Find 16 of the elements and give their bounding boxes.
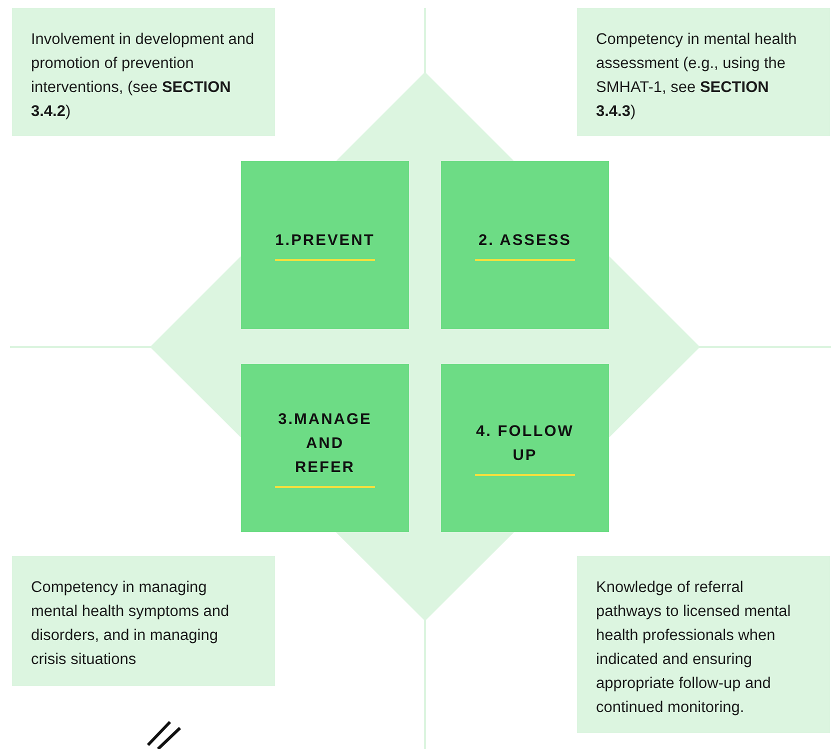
step-title: 3.MANAGE AND REFER [275,408,375,488]
description-text: Competency in managing mental health symptoms and disorders, and in managing crisis situations [31,578,230,670]
step-title: 2. ASSESS [475,229,575,261]
description-text: Competency in mental health assessment (e.g., using the SMHAT-1, see SECTION 3.4.3) [596,30,798,122]
text-card [577,556,830,733]
step-title: 4. FOLLOW UP [475,420,575,476]
text-card [12,8,275,136]
step-square [441,364,609,532]
step-square [241,161,409,329]
step-square [241,364,409,532]
step-square [441,161,609,329]
text-card [577,8,830,136]
description-text: Knowledge of referral pathways to licensed mental health professionals when indicated and ensuring appropriate follow-up and continued monitoring. [596,578,792,718]
text-card [12,556,275,686]
description-text: Involvement in development and promotion of prevention interventions, (see SECTION 3.4.2) [31,30,256,122]
step-title: 1.PREVENT [275,229,375,261]
